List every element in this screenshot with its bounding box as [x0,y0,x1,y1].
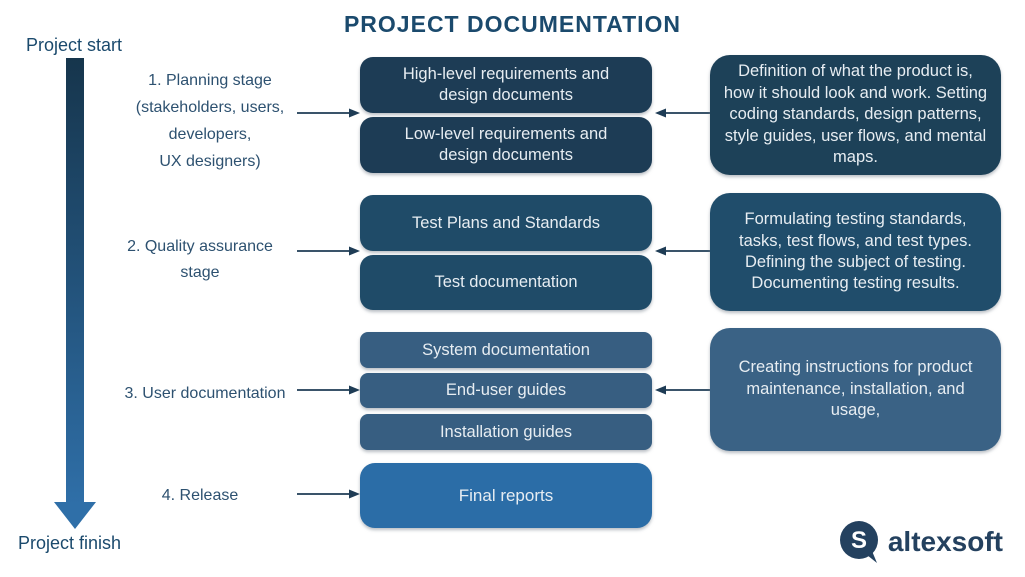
arrow-right-icon [297,385,360,395]
stage-1-label-line: (stakeholders, users, [135,99,285,116]
stage-4-label-line: 4. Release [161,487,239,504]
stage-2-label-line: 2. Quality assurance [127,238,273,255]
timeline-down-arrow-icon [54,58,96,529]
arrow-right-icon [297,108,360,118]
timeline-start-label: Project start [26,35,123,55]
svg-text:S: S [851,527,867,554]
description-box-qa: Formulating testing standards, tasks, te… [710,193,1001,311]
altexsoft-logo-icon: S [839,521,878,563]
stage-1-label-line: 1. Planning stage [148,72,272,89]
doc-box-system-documentation: System documentation [360,332,652,368]
stage-1-label: 1. Planning stage (stakeholders, users, … [110,67,310,175]
doc-box-final-reports: Final reports [360,463,652,528]
doc-box-test-plans: Test Plans and Standards [360,195,652,251]
description-box-planning: Definition of what the product is, how i… [710,55,1001,175]
arrow-left-icon [655,108,718,118]
arrow-right-icon [297,246,360,256]
stage-3-label-line: 3. User documentation [124,385,286,402]
doc-box-low-level-requirements: Low-level requirements and design docume… [360,117,652,173]
stage-2-label: 2. Quality assurance stage [100,234,300,286]
description-box-user-docs: Creating instructions for product mainte… [710,328,1001,451]
stage-1-label-line: UX designers) [159,153,261,170]
doc-box-installation-guides: Installation guides [360,414,652,450]
stage-4-label: 4. Release [100,484,300,508]
page-title: PROJECT DOCUMENTATION [343,11,682,37]
altexsoft-logo: S altexsoft [838,520,1003,564]
stage-1-label-line: developers, [168,126,252,143]
arrow-left-icon [655,246,718,256]
doc-box-end-user-guides: End-user guides [360,373,652,408]
arrow-left-icon [655,385,718,395]
stage-3-label: 3. User documentation [100,382,310,406]
altexsoft-logo-text: altexsoft [887,526,1003,557]
stage-2-label-line: stage [180,264,220,281]
doc-box-test-documentation: Test documentation [360,255,652,310]
doc-box-high-level-requirements: High-level requirements and design docum… [360,57,652,113]
arrow-right-icon [297,489,360,499]
timeline-finish-label: Project finish [18,533,122,553]
